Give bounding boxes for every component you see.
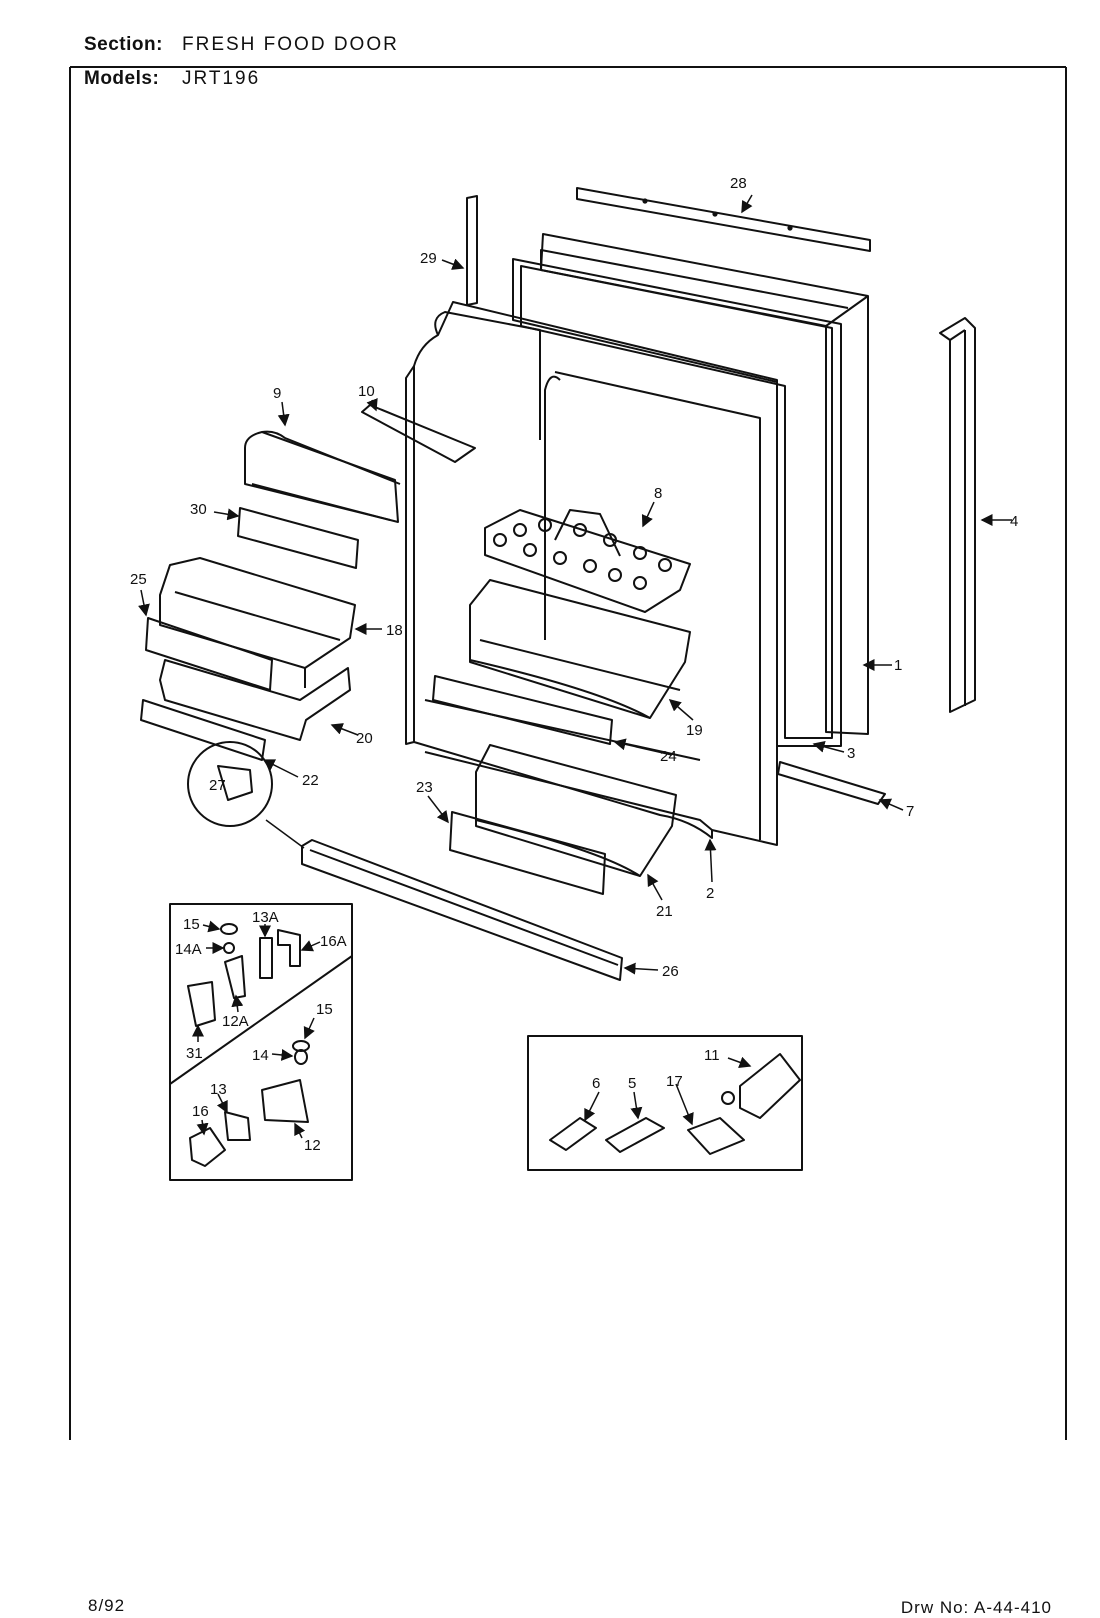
bottom-trim-strip [777, 761, 886, 805]
part-label-15a: 15 [183, 916, 200, 933]
bottom-door-rail [301, 839, 623, 981]
part-label-22: 22 [302, 772, 319, 789]
hinge-parts-inset [169, 903, 353, 1181]
part-label-11: 11 [704, 1047, 720, 1064]
outer-door-panel [540, 233, 869, 735]
part-label-12a: 12A [222, 1013, 249, 1030]
section-value: FRESH FOOD DOOR [182, 34, 399, 55]
part-label-5: 5 [628, 1075, 636, 1092]
part-label-6: 6 [592, 1075, 600, 1092]
page-frame [69, 66, 1067, 1440]
drawing-date: 8/92 [88, 1596, 126, 1615]
part-label-25: 25 [130, 571, 147, 588]
part-label-19: 19 [686, 722, 703, 739]
part-label-20: 20 [356, 730, 373, 747]
part-label-26: 26 [662, 963, 679, 980]
part-label-27: 27 [209, 777, 226, 794]
section-label: Section: [84, 34, 163, 55]
part-label-13a: 13A [252, 909, 279, 926]
dairy-compartment-door [244, 430, 401, 523]
dairy-hinge-cover [361, 404, 476, 463]
part-label-15b: 15 [316, 1001, 333, 1018]
part-label-29: 29 [420, 250, 437, 267]
accessory-parts-inset [527, 1035, 803, 1171]
section-row: Section: FRESH FOOD DOOR [84, 34, 399, 56]
egg-tray [484, 509, 691, 613]
part-label-17: 17 [666, 1073, 683, 1090]
part-number-labels: 1 2 3 4 5 6 7 8 9 10 11 12 12A 13 13A 14… [130, 175, 1018, 1154]
part-label-30: 30 [190, 501, 207, 518]
part-label-21: 21 [656, 903, 673, 920]
part-label-8: 8 [654, 485, 662, 502]
models-value: JRT196 [182, 68, 261, 89]
detail-callout-circle [187, 741, 305, 849]
part-label-1: 1 [894, 657, 902, 674]
part-label-12: 12 [304, 1137, 321, 1154]
part-label-10: 10 [358, 383, 375, 400]
right-hinge-trim [939, 317, 976, 713]
center-door-shelf [469, 579, 691, 719]
bottom-door-bin [449, 744, 677, 895]
leader-lines [138, 194, 1012, 1139]
part-label-14: 14 [252, 1047, 269, 1064]
models-label: Models: [84, 68, 160, 89]
part-label-2: 2 [706, 885, 714, 902]
part-label-23: 23 [416, 779, 433, 796]
left-trim-strip [466, 195, 478, 306]
part-label-13: 13 [210, 1081, 227, 1098]
part-label-18: 18 [386, 622, 403, 639]
part-label-9: 9 [273, 385, 281, 402]
part-label-3: 3 [847, 745, 855, 762]
inner-door-liner [405, 301, 778, 846]
part-label-16: 16 [192, 1103, 209, 1120]
part-label-16a: 16A [320, 933, 347, 950]
lower-door-shelf [140, 659, 351, 761]
drawing-number: Drw No: A-44-410 [900, 1598, 1052, 1617]
part-label-28: 28 [730, 175, 747, 192]
part-label-14a: 14A [175, 941, 202, 958]
center-shelf-label [432, 675, 613, 745]
part-label-31: 31 [186, 1045, 203, 1062]
part-label-24: 24 [660, 748, 677, 765]
upper-door-shelf [145, 557, 356, 691]
exploded-parts-diagram: 1 2 3 4 5 6 7 8 9 10 11 12 12A 13 13A 14… [69, 66, 1067, 1440]
top-trim-strip [576, 187, 871, 252]
part-label-7: 7 [906, 803, 914, 820]
models-row: Models: JRT196 [84, 68, 260, 90]
dairy-door-label [237, 507, 359, 569]
part-label-4: 4 [1010, 513, 1018, 530]
